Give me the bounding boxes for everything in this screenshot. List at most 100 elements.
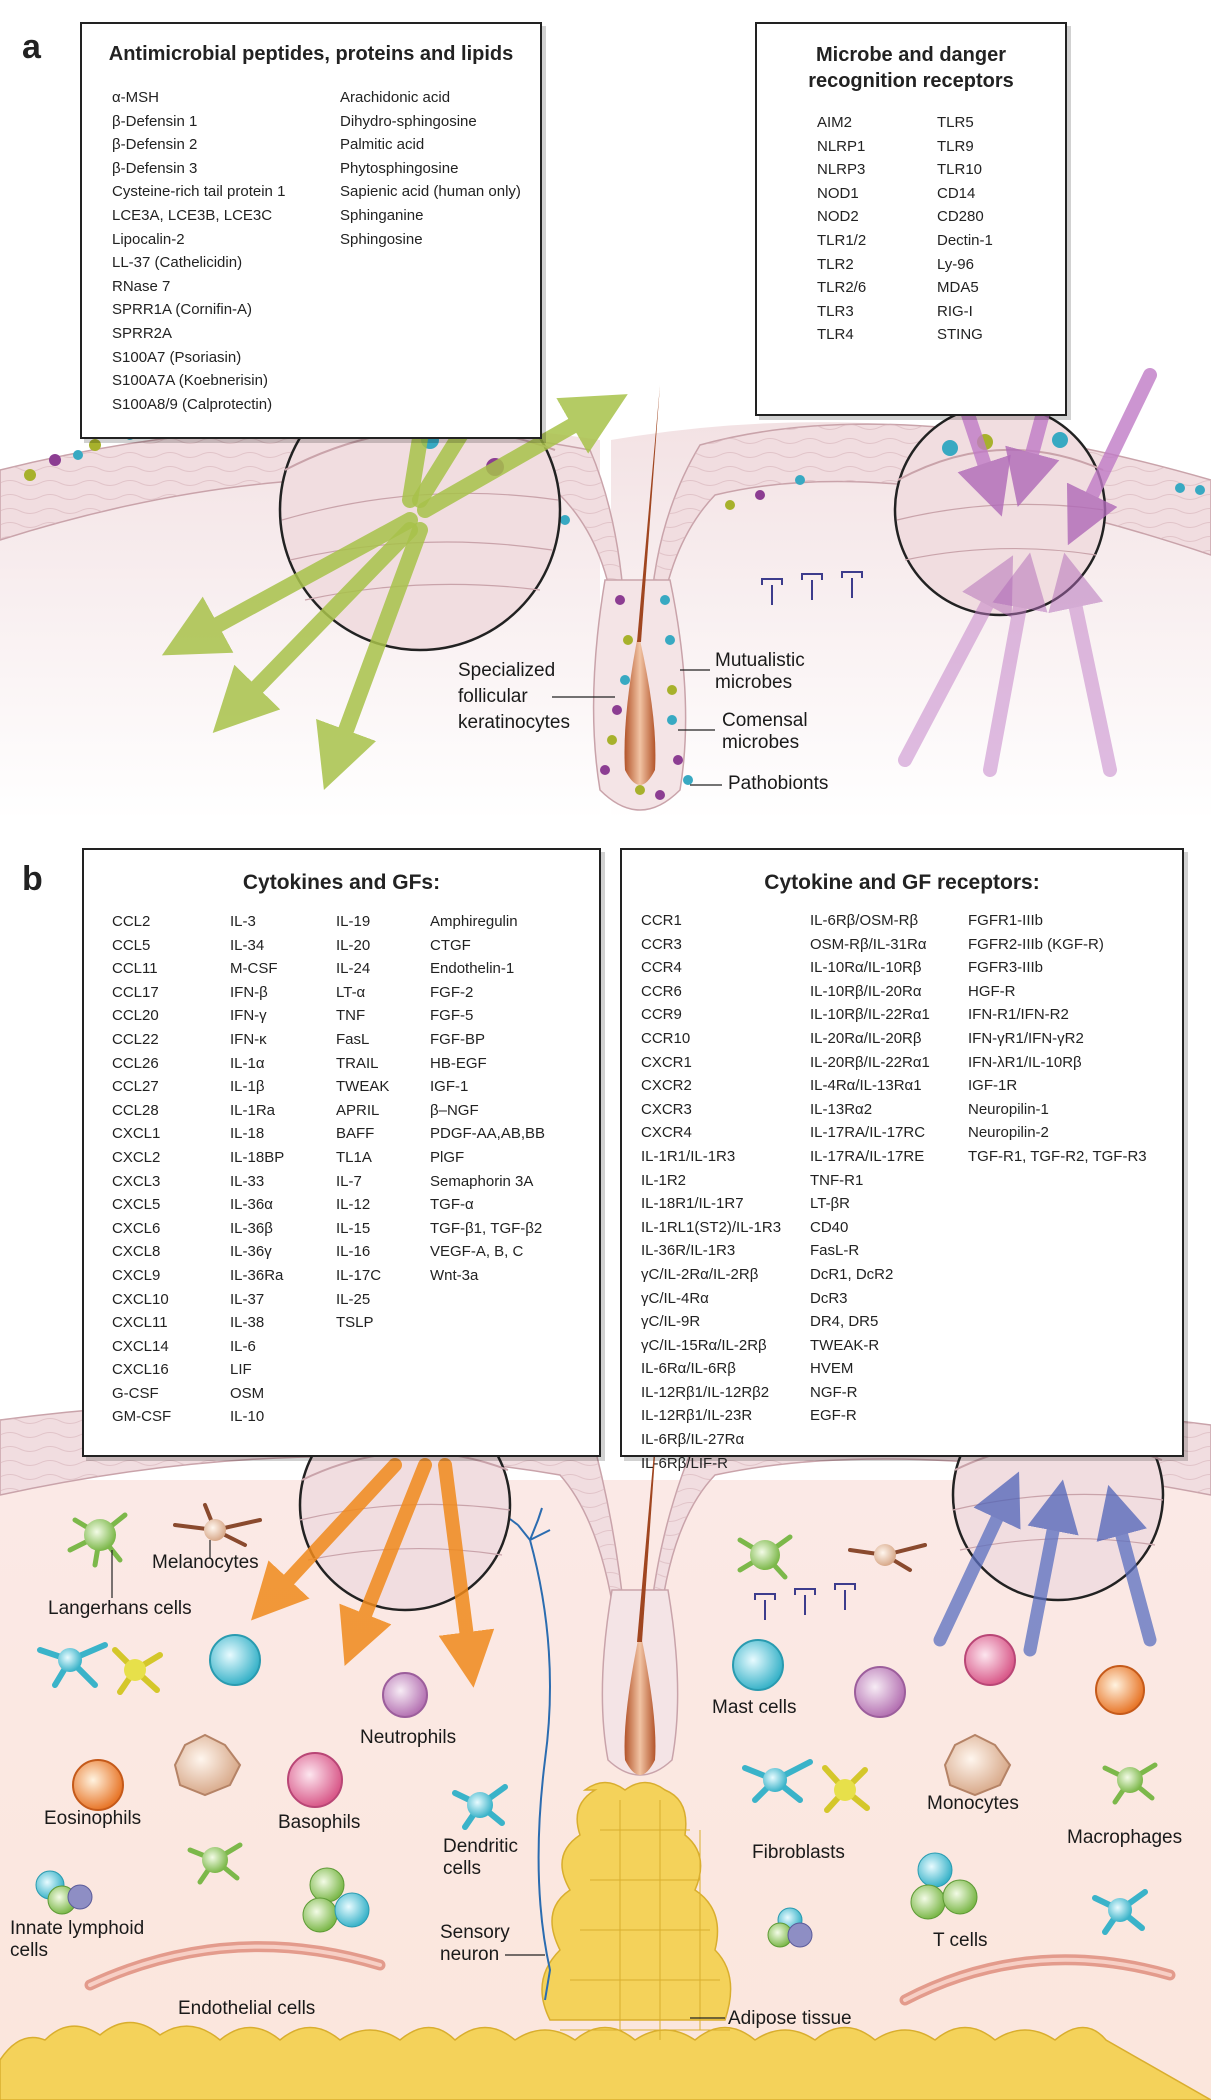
amp-item: SPRR2A: [112, 324, 173, 342]
cytokine-receptor-item: IL-6Rβ/IL-27Rα: [641, 1431, 745, 1449]
amp-item: S100A8/9 (Calprotectin): [112, 395, 273, 413]
cytokine-item: IL-10: [230, 1408, 265, 1426]
cytokine-item: IL-36α: [230, 1196, 273, 1214]
label-pathobionts: Pathobionts: [728, 773, 829, 794]
cytokine-item: PDGF-AA,AB,BB: [430, 1125, 546, 1143]
cytokine-item: M-CSF: [230, 960, 278, 978]
amp-item: Cysteine-rich tail protein 1: [112, 183, 286, 201]
cytokine-receptor-item: CCR6: [641, 982, 682, 1000]
cytokine-item: IL-15: [336, 1219, 371, 1237]
cytokine-item: TRAIL: [336, 1054, 379, 1072]
cytokine-receptor-item: CCR4: [641, 959, 682, 977]
cytokine-item: TWEAK: [336, 1078, 390, 1096]
cytokine-item: CXCL6: [112, 1219, 161, 1237]
label-endothelial: Endothelial cells: [178, 1998, 316, 2019]
cytokine-item: CCL5: [112, 936, 151, 954]
amp-item: Arachidonic acid: [340, 89, 451, 106]
receptor-item: TLR2/6: [817, 279, 867, 297]
cytokine-item: IL-7: [336, 1172, 362, 1190]
cytokine-item: CXCL16: [112, 1361, 169, 1379]
cytokine-receptor-item: IL-17RA/IL-17RE: [810, 1147, 925, 1165]
receptor-item: TLR10: [937, 161, 983, 179]
receptor-item: TLR2: [817, 255, 854, 273]
cytokine-receptor-item: EGF-R: [810, 1407, 857, 1425]
receptor-item: NLRP3: [817, 161, 866, 179]
cytokine-item: CCL17: [112, 983, 159, 1001]
cytokine-item: TL1A: [336, 1148, 372, 1166]
amp-item: SPRR1A (Cornifin-A): [112, 301, 253, 319]
cytokine-receptor-item: IL-10Rα/IL-10Rβ: [810, 959, 922, 977]
cytokine-item: VEGF-A, B, C: [430, 1243, 524, 1261]
cytokine-receptor-item: Neuropilin-2: [968, 1124, 1049, 1142]
recognition-receptors-box: Microbe and danger recognition receptors…: [755, 22, 1067, 416]
cytokine-item: FGF-2: [430, 983, 474, 1001]
cytokine-receptor-item: γC/IL-15Rα/IL-2Rβ: [641, 1336, 767, 1354]
cytokine-item: IL-3: [230, 913, 256, 930]
receptor-item: NOD1: [817, 184, 859, 202]
cytokine-receptor-item: CD40: [810, 1218, 849, 1236]
cytokine-item: APRIL: [336, 1101, 380, 1119]
cytokine-receptor-item: FGFR2-IIIb (KGF-R): [968, 935, 1104, 953]
cytokine-item: CCL11: [112, 960, 158, 978]
receptor-item: NLRP1: [817, 137, 866, 155]
cytokine-receptor-item: TNF-R1: [810, 1171, 864, 1189]
label-innate-cells: cells: [10, 1940, 49, 1961]
amp-item: β-Defensin 2: [112, 136, 198, 154]
cytokine-item: IL-25: [336, 1290, 371, 1308]
cytokine-item: GM-CSF: [112, 1408, 172, 1426]
cytokine-item: FGF-BP: [430, 1030, 485, 1048]
cytokine-item: CXCL5: [112, 1196, 161, 1214]
receptor-item: STING: [937, 326, 983, 344]
cytokine-receptor-item: IL-1R1/IL-1R3: [641, 1147, 736, 1165]
receptor-item: Dectin-1: [937, 231, 993, 249]
amp-item: β-Defensin 1: [112, 112, 198, 130]
cytokine-item: IL-1α: [230, 1054, 265, 1072]
panel-b-skin: [0, 1385, 1211, 2100]
cytokine-receptor-item: IL-6Rβ/LIF-R: [641, 1454, 728, 1472]
receptor-item: RIG-I: [937, 302, 973, 320]
amp-item: Sphingosine: [340, 230, 423, 248]
cytokine-item: IL-36γ: [230, 1243, 272, 1261]
cytokine-item: Wnt-3a: [430, 1266, 479, 1284]
cytokine-receptor-item: CXCR2: [641, 1077, 692, 1095]
receptor-item: AIM2: [817, 114, 853, 131]
cytokine-item: CCL2: [112, 913, 151, 930]
prr-box-title-line1: Microbe and danger: [815, 44, 1007, 66]
cytokine-item: G-CSF: [112, 1384, 159, 1402]
cytokine-item: CXCL2: [112, 1148, 161, 1166]
cytokine-item: CXCL10: [112, 1290, 169, 1308]
receptor-item: TLR9: [937, 137, 974, 155]
cytokine-item: TGF-α: [430, 1196, 474, 1214]
cytokine-item: IL-1Ra: [230, 1101, 276, 1119]
cytokine-receptor-item: TWEAK-R: [810, 1336, 880, 1354]
cytokine-receptor-item: IL-18R1/IL-1R7: [641, 1195, 744, 1213]
label-neuron: neuron: [440, 1944, 500, 1965]
cytokine-item: IL-36Ra: [230, 1266, 284, 1284]
cytokine-item: CXCL8: [112, 1243, 161, 1261]
cytokine-receptor-item: γC/IL-2Rα/IL-2Rβ: [641, 1265, 759, 1283]
cytokine-receptor-item: IL-12Rβ1/IL-23R: [641, 1407, 753, 1425]
cytokine-receptor-item: CCR3: [641, 935, 682, 953]
antimicrobial-peptides-box: Antimicrobial peptides, proteins and lip…: [80, 22, 542, 439]
cytokine-item: CCL26: [112, 1054, 159, 1072]
cytokine-receptor-item: DcR3: [810, 1289, 848, 1307]
cytokine-item: CCL22: [112, 1030, 159, 1048]
cytokine-item: LT-α: [336, 983, 366, 1001]
cytokine-receptor-item: IL-4Rα/IL-13Rα1: [810, 1077, 922, 1095]
cytokine-receptor-item: IL-1RL1(ST2)/IL-1R3: [641, 1218, 782, 1236]
cytokine-receptor-item: CXCR4: [641, 1124, 692, 1142]
receptor-item: Ly-96: [937, 255, 974, 273]
cytokine-receptor-item: IL-13Rα2: [810, 1100, 873, 1118]
cytokine-item: IL-20: [336, 936, 371, 954]
label-dendritic-cells: cells: [443, 1858, 482, 1879]
cytokine-receptor-item: Neuropilin-1: [968, 1100, 1049, 1118]
cytokine-receptor-item: IFN-λR1/IL-10Rβ: [968, 1053, 1082, 1071]
amp-item: Phytosphingosine: [340, 159, 459, 177]
amp-item: S100A7A (Koebnerisin): [112, 372, 268, 390]
cytokine-item: CTGF: [430, 936, 471, 954]
